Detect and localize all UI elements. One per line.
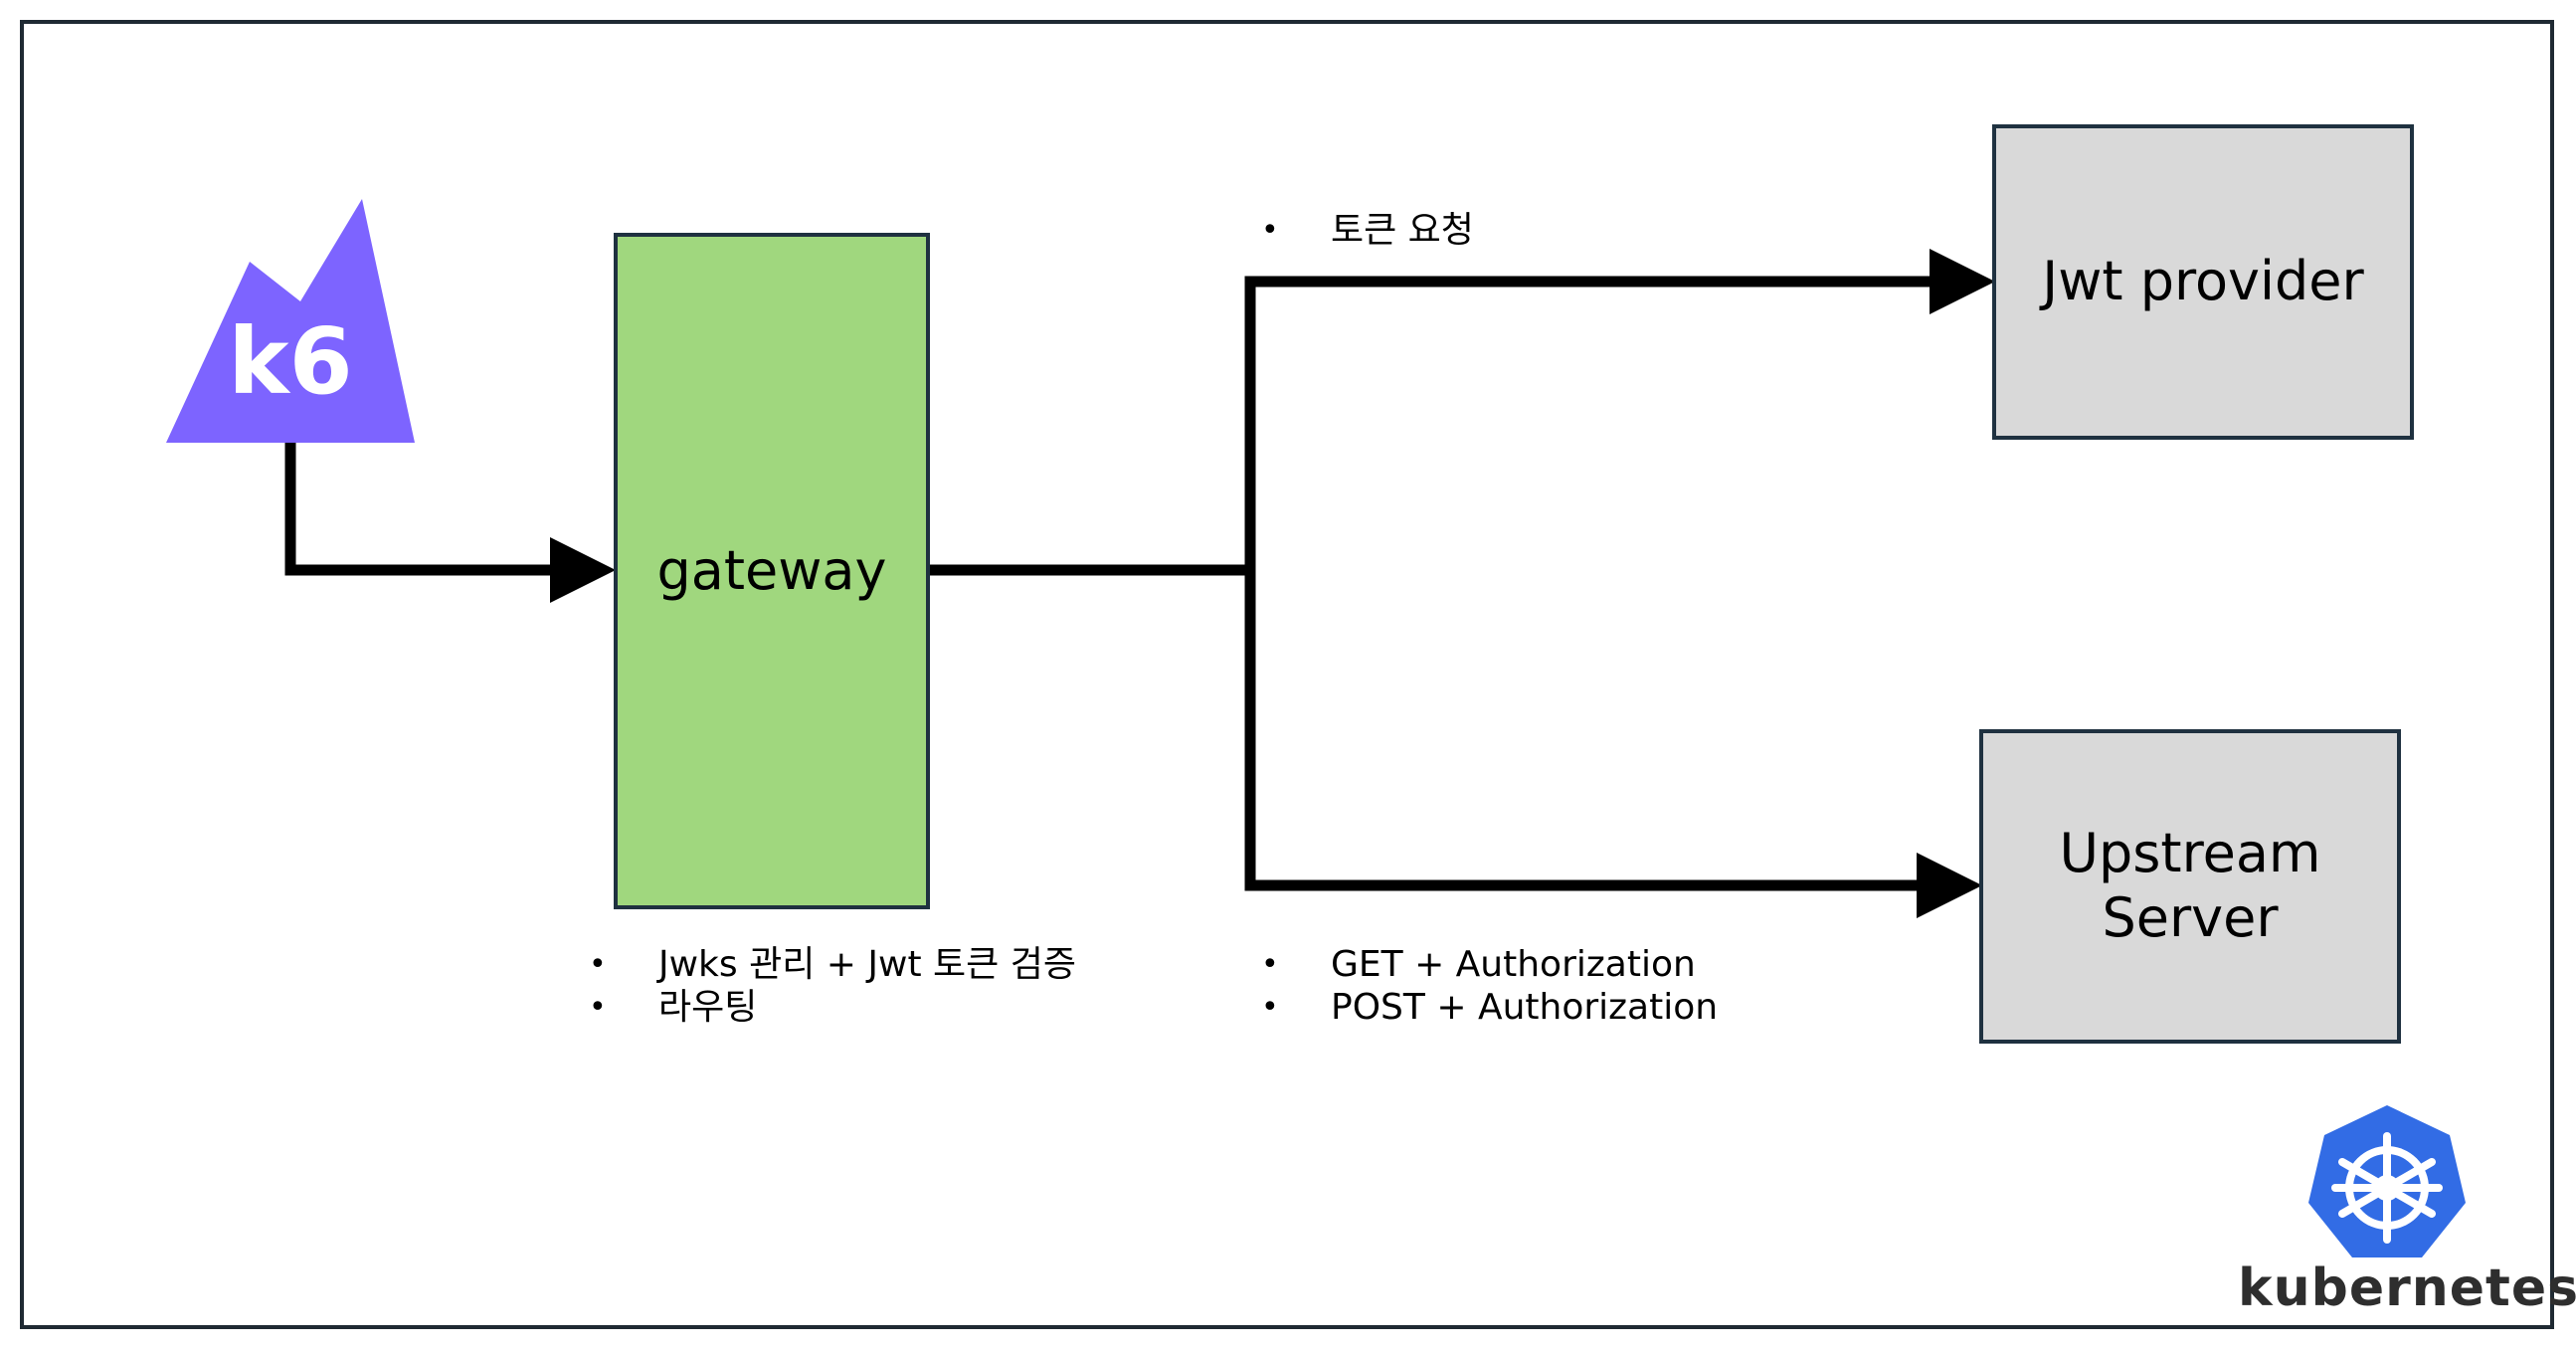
note-text: POST + Authorization: [1331, 987, 1719, 1028]
upstream-server-node: Upstream Server: [1979, 729, 2401, 1044]
note-item: • 라우팅: [589, 986, 1076, 1029]
upstream-server-label: Upstream Server: [2059, 822, 2321, 949]
bullet-icon: •: [1261, 990, 1279, 1025]
jwt-provider-node: Jwt provider: [1992, 124, 2414, 440]
note-item: • Jwks 관리 + Jwt 토큰 검증: [589, 943, 1076, 986]
note-text: GET + Authorization: [1331, 944, 1696, 985]
arrow-k6-to-gateway: [284, 441, 616, 603]
gateway-notes: • Jwks 관리 + Jwt 토큰 검증 • 라우팅: [589, 943, 1076, 1029]
diagram-frame: [20, 20, 2554, 1329]
helm-wheel-icon: [2331, 1132, 2443, 1244]
note-item: • 토큰 요청: [1261, 209, 1474, 252]
note-text: 라우팅: [658, 987, 758, 1028]
arrow-to-jwt-provider: [1244, 249, 1995, 570]
k6-logo-text: k6: [228, 308, 352, 415]
gateway-label: gateway: [656, 538, 887, 602]
jwt-provider-label: Jwt provider: [2042, 250, 2364, 313]
kubernetes-logo: [2238, 1102, 2536, 1265]
bullet-icon: •: [1261, 947, 1279, 982]
request-notes: • GET + Authorization • POST + Authoriza…: [1261, 943, 1718, 1029]
note-text: 토큰 요청: [1331, 210, 1474, 251]
bullet-icon: •: [589, 947, 607, 982]
note-item: • GET + Authorization: [1261, 943, 1718, 986]
token-request-notes: • 토큰 요청: [1261, 209, 1474, 252]
k6-logo: k6: [166, 199, 415, 447]
kubernetes-wordmark: kubernetes: [2238, 1258, 2576, 1318]
bullet-icon: •: [1261, 213, 1279, 248]
arrow-to-upstream-server: [1244, 570, 1982, 918]
note-item: • POST + Authorization: [1261, 986, 1718, 1029]
gateway-node: gateway: [614, 233, 930, 909]
note-text: Jwks 관리 + Jwt 토큰 검증: [658, 944, 1076, 985]
bullet-icon: •: [589, 990, 607, 1025]
